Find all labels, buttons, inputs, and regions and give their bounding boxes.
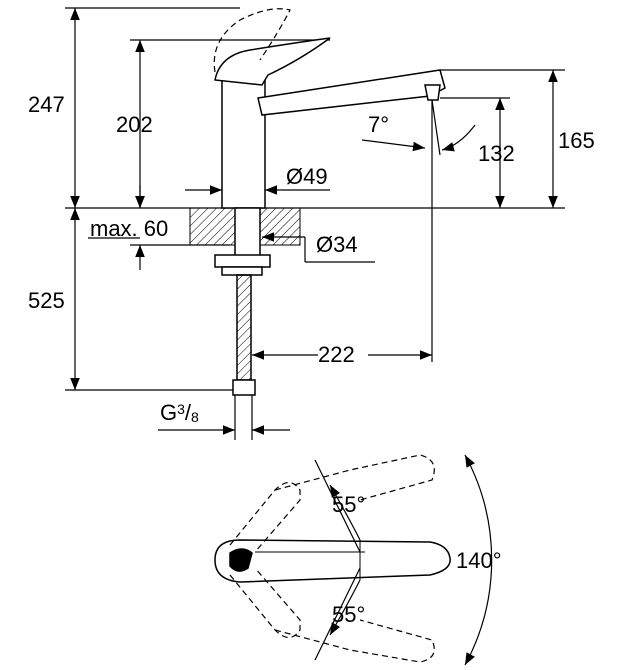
dim-handle-angle-down: 55°: [332, 602, 366, 627]
dim-hose-length: 525: [28, 288, 65, 313]
dim-handle-angle-total: 140°: [456, 548, 502, 573]
dim-hole-diameter: Ø34: [316, 232, 358, 257]
dim-spout-reach: 222: [318, 342, 355, 367]
dim-spout-height: 165: [558, 128, 595, 153]
dim-spout-angle: 7°: [368, 112, 390, 137]
dim-total-height: 247: [28, 92, 65, 117]
dim-outlet-height: 132: [478, 141, 515, 166]
connection-num: 3: [177, 401, 185, 417]
connection-den: 8: [191, 409, 199, 425]
dim-handle-angle-up: 55°: [332, 492, 366, 517]
connection-g: G: [160, 400, 178, 425]
dim-body-diameter: Ø49: [286, 164, 328, 189]
dim-max-counter: max. 60: [90, 216, 169, 241]
dim-connection: G3/8: [160, 400, 199, 425]
dim-body-height: 202: [116, 112, 153, 137]
